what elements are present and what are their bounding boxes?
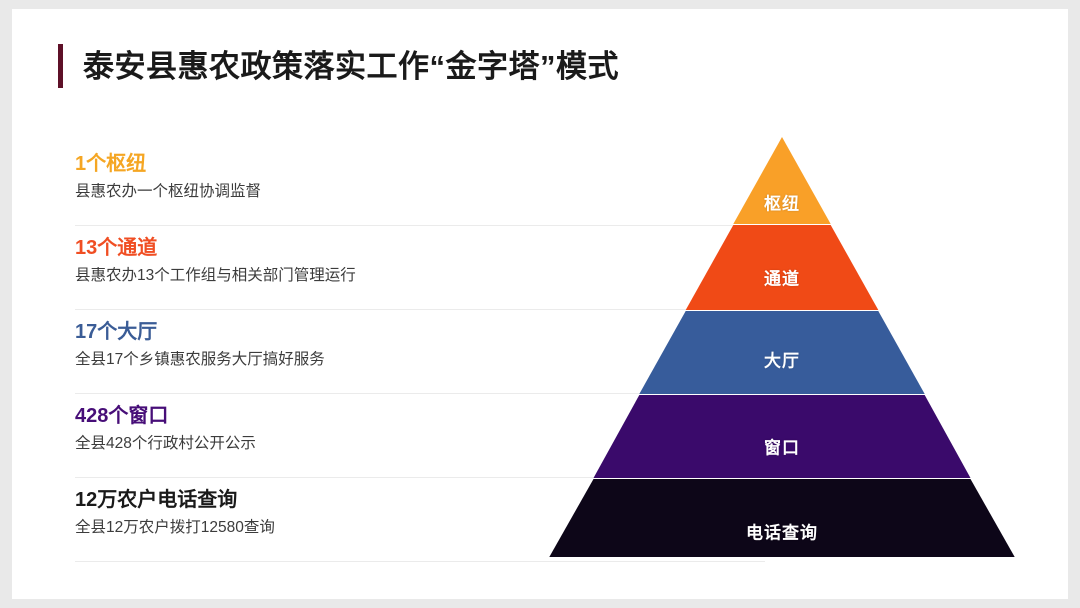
- level-description-phone: 全县12万农户拨打12580查询: [75, 519, 275, 536]
- pyramid-diagram: 枢纽 通道 大厅 窗口 电话查询: [522, 119, 1022, 564]
- list-item: 17个大厅 全县17个乡镇惠农服务大厅搞好服务: [75, 310, 765, 394]
- level-heading-hall: 17个大厅: [75, 321, 158, 343]
- level-list: 1个枢纽 县惠农办一个枢纽协调监督 13个通道 县惠农办13个工作组与相关部门管…: [75, 142, 765, 562]
- pyramid-band-hall: [639, 311, 925, 394]
- pyramid-label-window: 窗口: [764, 438, 800, 458]
- title-accent-bar: [58, 44, 63, 88]
- level-description-channel: 县惠农办13个工作组与相关部门管理运行: [75, 267, 356, 284]
- pyramid-svg: [549, 137, 1015, 557]
- level-heading-hub: 1个枢纽: [75, 153, 147, 175]
- pyramid-band-hub: [733, 137, 831, 224]
- level-heading-channel: 13个通道: [75, 237, 158, 259]
- pyramid-band-channel: [685, 225, 879, 310]
- level-description-hub: 县惠农办一个枢纽协调监督: [75, 183, 262, 200]
- list-item: 1个枢纽 县惠农办一个枢纽协调监督: [75, 142, 765, 226]
- list-item: 12万农户电话查询 全县12万农户拨打12580查询: [75, 478, 765, 562]
- pyramid-label-hall: 大厅: [764, 351, 800, 371]
- level-heading-window: 428个窗口: [75, 405, 169, 427]
- page-title-row: 泰安县惠农政策落实工作“金字塔”模式: [58, 42, 619, 90]
- pyramid-band-phone: [549, 479, 1015, 557]
- slide-canvas: 泰安县惠农政策落实工作“金字塔”模式 1个枢纽 县惠农办一个枢纽协调监督 13个…: [12, 9, 1068, 599]
- pyramid-band-window: [593, 395, 971, 478]
- list-item: 428个窗口 全县428个行政村公开公示: [75, 394, 765, 478]
- level-description-window: 全县428个行政村公开公示: [75, 435, 256, 452]
- level-heading-phone: 12万农户电话查询: [75, 489, 238, 511]
- pyramid-label-phone: 电话查询: [746, 523, 818, 543]
- level-description-hall: 全县17个乡镇惠农服务大厅搞好服务: [75, 351, 325, 368]
- list-item: 13个通道 县惠农办13个工作组与相关部门管理运行: [75, 226, 765, 310]
- pyramid-label-hub: 枢纽: [764, 194, 800, 214]
- pyramid-label-channel: 通道: [764, 269, 800, 289]
- page-title: 泰安县惠农政策落实工作“金字塔”模式: [83, 48, 619, 84]
